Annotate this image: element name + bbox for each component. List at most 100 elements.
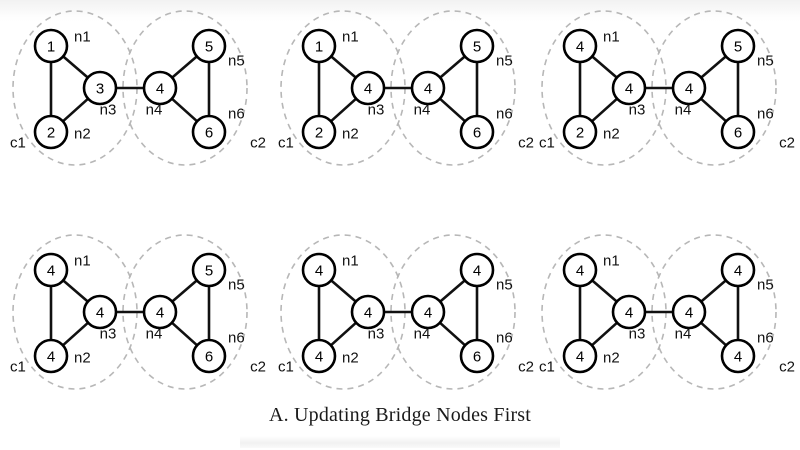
node-label-n3: n3 (368, 326, 385, 343)
node-label-n2: n2 (74, 350, 91, 367)
node-n6[interactable]: 6 (459, 338, 495, 374)
node-n2[interactable]: 4 (33, 338, 69, 374)
node-n5[interactable]: 5 (191, 252, 227, 288)
node-label-n5: n5 (228, 53, 245, 70)
node-n2[interactable]: 2 (33, 114, 69, 150)
edge-n1-n3 (590, 279, 619, 303)
node-circle-n5 (459, 252, 495, 288)
node-value-n1: 4 (47, 263, 55, 280)
node-circle-n6 (720, 114, 756, 150)
node-n5[interactable]: 4 (720, 252, 756, 288)
node-n3[interactable]: 4 (350, 70, 386, 106)
node-n5[interactable]: 5 (191, 28, 227, 64)
node-n4[interactable]: 4 (671, 70, 707, 106)
node-n1[interactable]: 1 (301, 28, 337, 64)
node-label-n1: n1 (603, 253, 620, 270)
node-label-n5: n5 (496, 277, 513, 294)
node-n3[interactable]: 4 (350, 294, 386, 330)
cluster-label-c1: c1 (278, 135, 294, 152)
cluster-label-c1: c1 (10, 135, 26, 152)
node-label-n1: n1 (603, 29, 620, 46)
node-label-n6: n6 (228, 106, 245, 123)
node-value-n6: 6 (473, 125, 481, 142)
node-label-n4: n4 (675, 326, 692, 343)
edge-n2-n3 (329, 97, 358, 123)
edge-n2-n3 (590, 321, 619, 347)
edge-n1-n3 (61, 279, 90, 303)
node-value-n3: 3 (96, 81, 104, 98)
cluster-label-c2: c2 (518, 359, 534, 376)
node-value-n6: 6 (205, 349, 213, 366)
node-label-n2: n2 (342, 350, 359, 367)
node-value-n4: 4 (156, 81, 164, 98)
node-label-n1: n1 (74, 253, 91, 270)
node-value-n5: 5 (734, 39, 742, 56)
edge-n4-n6 (438, 97, 467, 123)
node-n1[interactable]: 4 (33, 252, 69, 288)
node-value-n3: 4 (364, 305, 372, 322)
node-n2[interactable]: 2 (301, 114, 337, 150)
edge-n4-n6 (699, 97, 728, 123)
node-circle-n5 (720, 252, 756, 288)
edge-n4-n6 (438, 321, 467, 347)
node-n4[interactable]: 4 (142, 70, 178, 106)
node-circle-n2 (301, 338, 337, 374)
node-label-n2: n2 (342, 126, 359, 143)
node-value-n5: 5 (205, 263, 213, 280)
cluster-ring-c2 (651, 10, 777, 166)
node-n3[interactable]: 4 (611, 70, 647, 106)
node-n3[interactable]: 3 (82, 70, 118, 106)
node-label-n5: n5 (228, 277, 245, 294)
node-n2[interactable]: 4 (562, 338, 598, 374)
node-n1[interactable]: 1 (33, 28, 69, 64)
node-n5[interactable]: 5 (459, 28, 495, 64)
node-circle-n3 (82, 70, 118, 106)
node-n2[interactable]: 4 (301, 338, 337, 374)
node-n3[interactable]: 4 (82, 294, 118, 330)
node-label-n3: n3 (100, 102, 117, 119)
node-label-n1: n1 (342, 253, 359, 270)
node-label-n6: n6 (496, 330, 513, 347)
node-n6[interactable]: 6 (191, 338, 227, 374)
node-label-n5: n5 (757, 53, 774, 70)
node-n4[interactable]: 4 (142, 294, 178, 330)
node-n1[interactable]: 4 (562, 252, 598, 288)
node-circle-n6 (191, 338, 227, 374)
node-label-n1: n1 (74, 29, 91, 46)
node-n3[interactable]: 4 (611, 294, 647, 330)
cluster-label-c1: c1 (539, 135, 555, 152)
node-n4[interactable]: 4 (410, 294, 446, 330)
node-n6[interactable]: 6 (459, 114, 495, 150)
node-n4[interactable]: 4 (671, 294, 707, 330)
node-value-n2: 2 (315, 125, 323, 142)
cluster-label-c1: c1 (278, 359, 294, 376)
node-circle-n6 (191, 114, 227, 150)
node-n1[interactable]: 4 (301, 252, 337, 288)
node-value-n1: 4 (576, 39, 584, 56)
node-circle-n3 (82, 294, 118, 330)
node-value-n5: 5 (473, 39, 481, 56)
node-n5[interactable]: 4 (459, 252, 495, 288)
edge-n1-n3 (590, 55, 619, 79)
node-n4[interactable]: 4 (410, 70, 446, 106)
node-n6[interactable]: 6 (191, 114, 227, 150)
node-circle-n6 (459, 338, 495, 374)
node-circle-n6 (459, 114, 495, 150)
cluster-label-c2: c2 (250, 359, 266, 376)
node-circle-n4 (142, 294, 178, 330)
node-n6[interactable]: 4 (720, 338, 756, 374)
scan-band-artifact (240, 436, 560, 448)
node-n6[interactable]: 6 (720, 114, 756, 150)
node-n1[interactable]: 4 (562, 28, 598, 64)
edge-n4-n5 (699, 55, 728, 79)
node-label-n6: n6 (228, 330, 245, 347)
edge-n4-n6 (170, 97, 199, 123)
node-circle-n4 (410, 70, 446, 106)
node-n5[interactable]: 5 (720, 28, 756, 64)
cluster-ring-c2 (390, 234, 516, 390)
node-n2[interactable]: 2 (562, 114, 598, 150)
node-label-n4: n4 (146, 326, 163, 343)
